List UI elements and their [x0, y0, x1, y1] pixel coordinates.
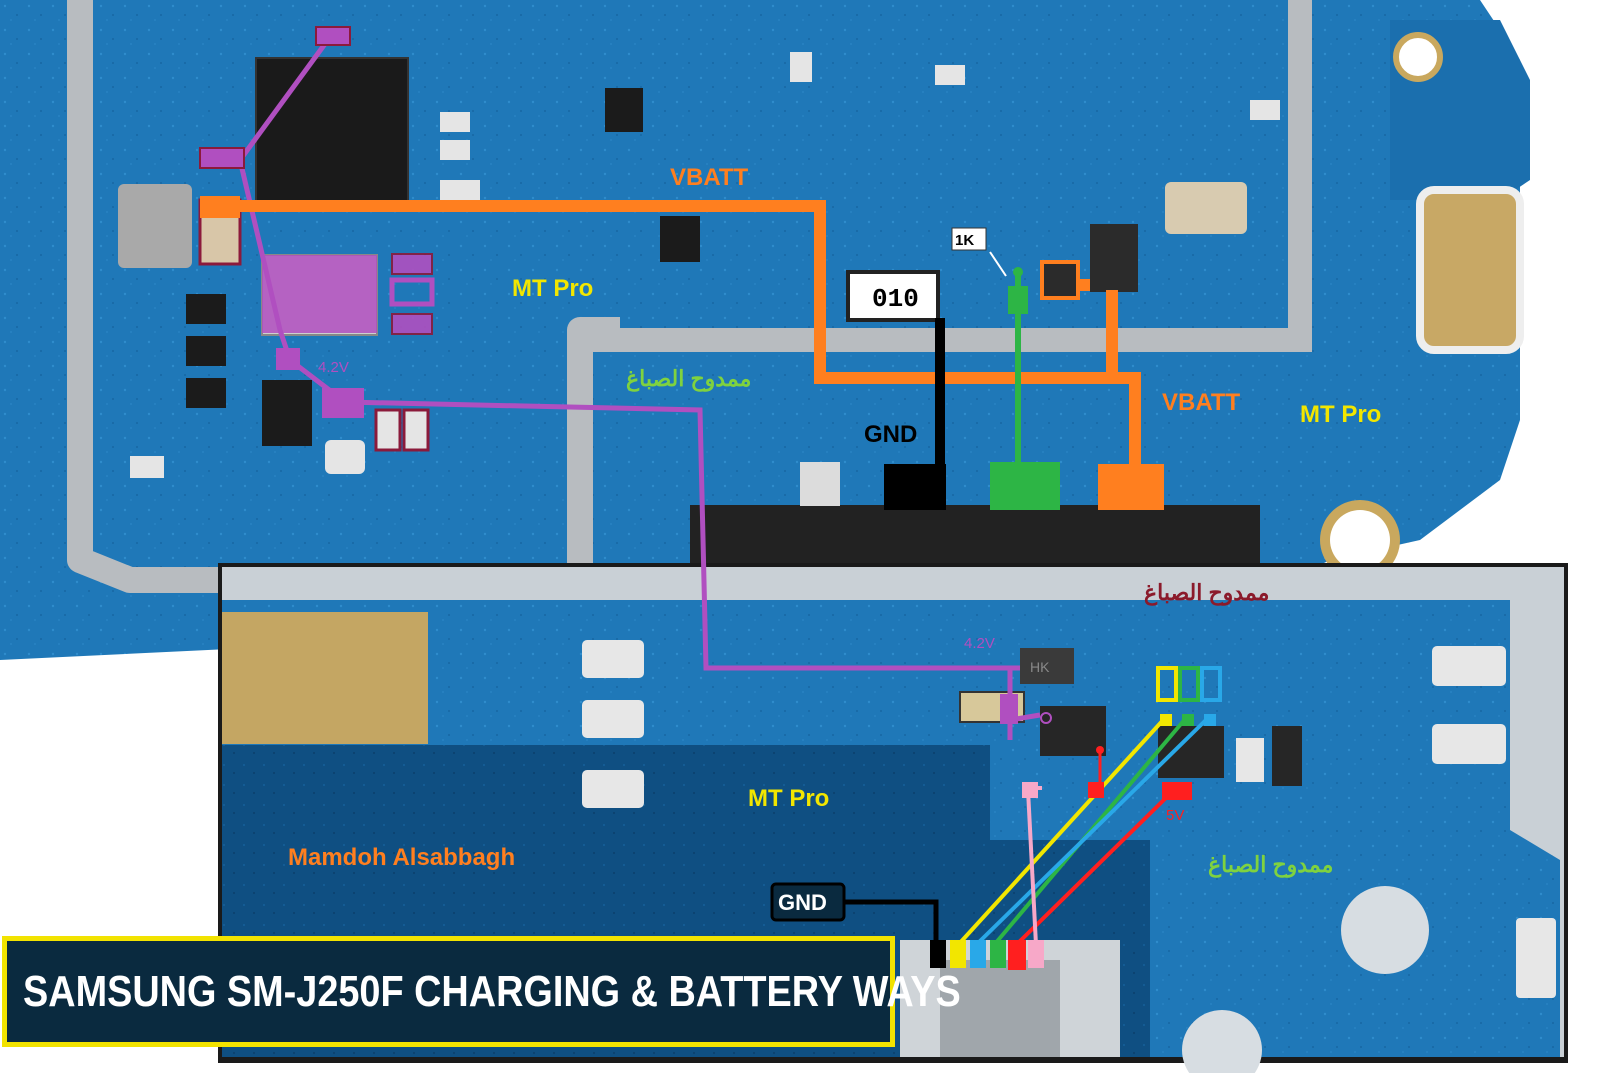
charge-path-pads [199, 26, 1018, 724]
batt-id-trace [989, 251, 1060, 510]
title-banner: SAMSUNG SM-J250F CHARGING & BATTERY WAYS [2, 936, 961, 1047]
usb-pads [930, 666, 1222, 970]
arabic-watermark-2: ممدوح الصباغ [1144, 580, 1269, 606]
arabic-watermark-1: ممدوح الصباغ [626, 366, 751, 392]
vbatt-label-top: VBATT [670, 164, 749, 191]
usb-traces [844, 716, 1210, 947]
resistor-label: 1K [955, 232, 974, 249]
gnd-label-bottom: GND [778, 890, 827, 915]
mtpro-watermark-2: MT Pro [1300, 401, 1381, 428]
arabic-watermark-3: ممدوح الصباغ [1208, 852, 1333, 878]
vbatt-label-right: VBATT [1162, 389, 1241, 416]
gnd-label-box [770, 882, 846, 922]
vbatt-component [1040, 260, 1080, 300]
gnd-trace [884, 318, 946, 510]
cap-pad-a [374, 408, 402, 452]
vbatt-pad-left [200, 196, 240, 218]
author-watermark: Mamdoh Alsabbagh [288, 844, 515, 871]
mtpro-watermark-3: MT Pro [748, 785, 829, 812]
page-title: SAMSUNG SM-J250F CHARGING & BATTERY WAYS [23, 966, 961, 1016]
chip-marking-010: 010 [872, 284, 919, 314]
cap-pad-b [402, 408, 430, 452]
chip-marking-hk: HK [1030, 659, 1050, 675]
voltage-label-5v: 5V [1166, 807, 1184, 824]
gnd-label-top: GND [864, 421, 917, 448]
vbatt-battery-pad [1098, 464, 1164, 510]
mtpro-watermark-1: MT Pro [512, 275, 593, 302]
voltage-label-4v2-bottom: 4.2V [964, 635, 995, 652]
voltage-label-4v2-top: 4.2V [318, 359, 349, 376]
resistor-label-box [951, 227, 987, 251]
